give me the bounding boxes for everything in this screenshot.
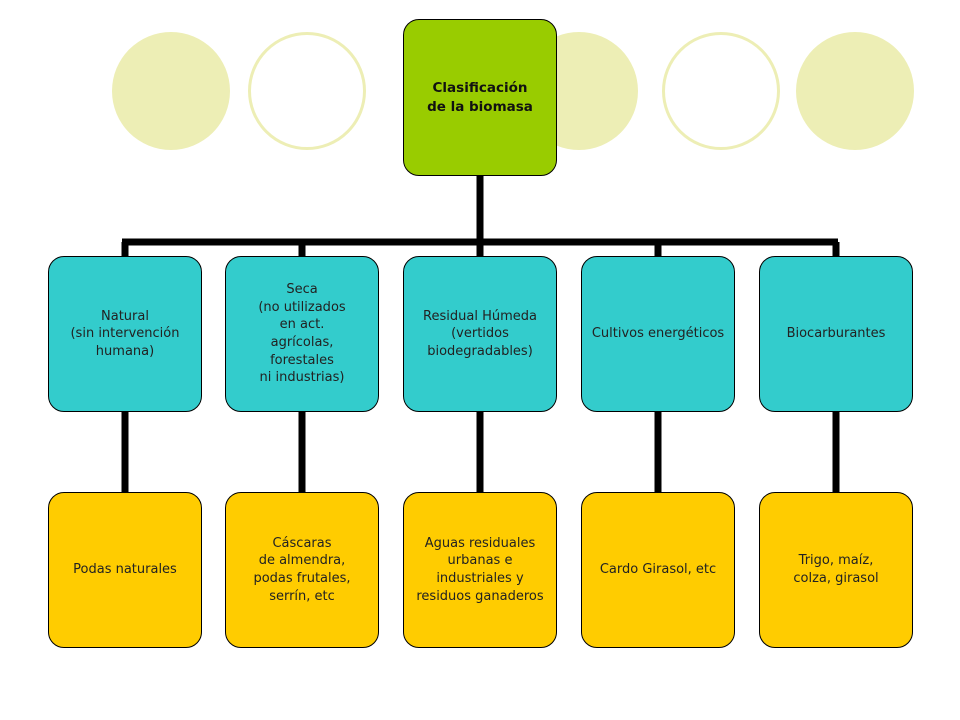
category-node-biocarburantes: Biocarburantes bbox=[759, 256, 913, 412]
category-node-cultivos-energeticos: Cultivos energéticos bbox=[581, 256, 735, 412]
example-node-biocarburantes: Trigo, maíz, colza, girasol bbox=[759, 492, 913, 648]
decor-circle-2 bbox=[248, 32, 366, 150]
root-node: Clasificación de la biomasa bbox=[403, 19, 557, 176]
example-node-seca: Cáscaras de almendra, podas frutales, se… bbox=[225, 492, 379, 648]
category-node-natural: Natural (sin intervención humana) bbox=[48, 256, 202, 412]
category-node-seca: Seca (no utilizados en act. agrícolas, f… bbox=[225, 256, 379, 412]
decor-circle-4 bbox=[662, 32, 780, 150]
example-node-cultivos-energeticos: Cardo Girasol, etc bbox=[581, 492, 735, 648]
decor-circle-5 bbox=[796, 32, 914, 150]
decor-circle-1 bbox=[112, 32, 230, 150]
example-node-natural: Podas naturales bbox=[48, 492, 202, 648]
category-node-residual-humeda: Residual Húmeda (vertidos biodegradables… bbox=[403, 256, 557, 412]
example-node-residual-humeda: Aguas residuales urbanas e industriales … bbox=[403, 492, 557, 648]
